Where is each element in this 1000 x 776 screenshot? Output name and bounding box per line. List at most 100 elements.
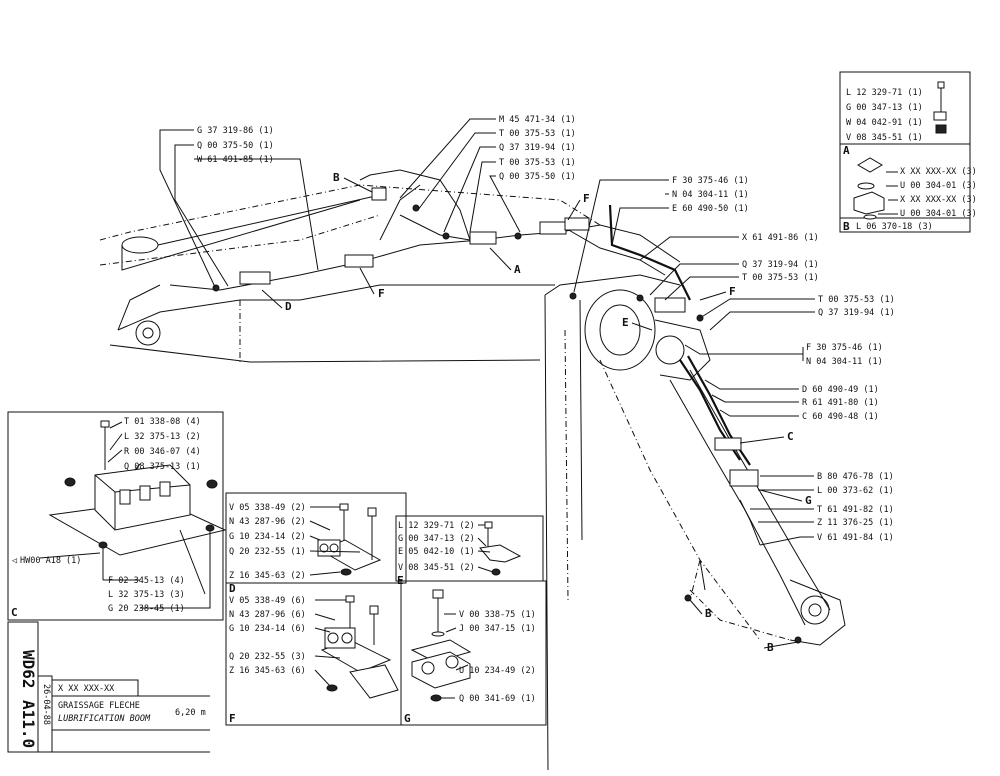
detail-f-part-label: G 10 234-14 (6) xyxy=(229,624,306,634)
sheet-number: A11.0 xyxy=(19,700,38,748)
detail-c-part-label: G 20 238-45 (1) xyxy=(108,604,185,614)
part-label: T 61 491-82 (1) xyxy=(817,505,894,515)
part-label: M 45 471-34 (1) xyxy=(499,115,576,125)
part-label: N 04 304-11 (1) xyxy=(806,357,883,367)
detail-a-labels: L 12 329-71 (1) G 00 347-13 (1) W 04 042-9… xyxy=(843,88,923,157)
detail-g-letter: G xyxy=(404,712,411,725)
part-label: C 60 490-48 (1) xyxy=(802,412,879,422)
leader-lines xyxy=(159,118,815,649)
detail-c-letter: C xyxy=(11,606,18,619)
detail-c-hw-ref: HW00 A18 (1) xyxy=(20,556,81,566)
detail-f-part-label: N 43 287-96 (6) xyxy=(229,610,306,620)
part-label: T 00 375-53 (1) xyxy=(499,129,576,139)
detail-d-part-label: Q 20 232-55 (1) xyxy=(229,547,306,557)
detail-d-letter: D xyxy=(229,582,236,595)
part-label: W 61 491-85 (1) xyxy=(197,155,274,165)
detail-c-part-label: L 32 375-13 (3) xyxy=(108,590,185,600)
detail-c-labels: T 01 338-08 (4) L 32 375-13 (2) R 00 346-0… xyxy=(11,417,201,619)
callout-letter: A xyxy=(514,263,521,276)
detail-c-part-label: R 00 346-07 (4) xyxy=(124,447,201,457)
part-label: G 37 319-86 (1) xyxy=(197,126,274,136)
part-label: D 60 490-49 (1) xyxy=(802,385,879,395)
detail-b-part-label: X XX XXX-XX (3) xyxy=(900,195,977,205)
detail-e-part-label: V 08 345-51 (2) xyxy=(398,563,475,573)
callout-letter: G xyxy=(805,494,812,507)
arrow-left-icon: ◁ xyxy=(11,556,17,566)
detail-e-labels: L 12 329-71 (2) G 00 347-13 (2) E 05 042-1… xyxy=(397,521,475,587)
part-label: N 04 304-11 (1) xyxy=(672,190,749,200)
detail-f-part-label: V 05 338-49 (6) xyxy=(229,596,306,606)
detail-a-letter: A xyxy=(843,144,850,157)
part-label: Q 37 319-94 (1) xyxy=(499,143,576,153)
detail-d-labels: V 05 338-49 (2) N 43 287-96 (2) G 10 234-1… xyxy=(229,503,306,595)
callout-letter: E xyxy=(622,316,629,329)
callout-letter: B xyxy=(333,171,340,184)
date: 26-04-88 xyxy=(41,684,51,725)
boom-length: 6,20 m xyxy=(175,708,206,718)
detail-b-letter: B xyxy=(843,220,850,233)
detail-f-labels: V 05 338-49 (6) N 43 287-96 (6) G 10 234-1… xyxy=(229,596,306,725)
part-label: X 61 491-86 (1) xyxy=(742,233,819,243)
detail-a-b-box xyxy=(839,71,971,233)
detail-f-part-label: Q 20 232-55 (3) xyxy=(229,652,306,662)
detail-f-letter: F xyxy=(229,712,236,725)
part-label: F 30 375-46 (1) xyxy=(806,343,883,353)
part-label: T 00 375-53 (1) xyxy=(499,158,576,168)
detail-d-part-label: Z 16 345-63 (2) xyxy=(229,571,306,581)
detail-c-box xyxy=(7,411,227,621)
detail-g-part-label: Q 00 341-69 (1) xyxy=(459,694,536,704)
detail-e-part-label: L 12 329-71 (2) xyxy=(398,521,475,531)
detail-g-labels: V 00 338-75 (1) J 00 347-15 (1) U 10 234-4… xyxy=(404,610,536,725)
part-label: F 30 375-46 (1) xyxy=(672,176,749,186)
detail-b-ref: L 06 370-18 (3) xyxy=(856,222,933,232)
model-number: WD62 xyxy=(19,650,38,689)
callout-letter: B xyxy=(767,641,774,654)
detail-b-part-label: U 00 304-01 (3) xyxy=(900,181,977,191)
title-block xyxy=(7,621,210,753)
title-en: LUBRIFICATION BOOM xyxy=(58,714,151,724)
part-label: Z 11 376-25 (1) xyxy=(817,518,894,528)
detail-d-box xyxy=(225,492,407,584)
part-label: Q 00 375-50 (1) xyxy=(197,141,274,151)
detail-d-part-label: G 10 234-14 (2) xyxy=(229,532,306,542)
main-part-labels: G 37 319-86 (1) Q 00 375-50 (1) W 61 491-8… xyxy=(197,115,895,543)
part-label: Q 00 375-50 (1) xyxy=(499,172,576,182)
detail-c-part-label: L 32 375-13 (2) xyxy=(124,432,201,442)
detail-a-part-label: W 04 042-91 (1) xyxy=(846,118,923,128)
part-label: T 00 375-53 (1) xyxy=(742,273,819,283)
detail-a-part-label: L 12 329-71 (1) xyxy=(846,88,923,98)
detail-g-part-label: V 00 338-75 (1) xyxy=(459,610,536,620)
detail-f-part-label: Z 16 345-63 (6) xyxy=(229,666,306,676)
callout-letter: B xyxy=(705,607,712,620)
ref-code: X XX XXX-XX xyxy=(58,684,115,694)
callout-letter: F xyxy=(378,287,385,300)
part-label: Q 37 319-94 (1) xyxy=(742,260,819,270)
detail-e-part-label: G 00 347-13 (2) xyxy=(398,534,475,544)
detail-g-part-label: U 10 234-49 (2) xyxy=(459,666,536,676)
detail-c-part-label: T 01 338-08 (4) xyxy=(124,417,201,427)
detail-e-letter: E xyxy=(397,574,404,587)
part-label: V 61 491-84 (1) xyxy=(817,533,894,543)
part-label: Q 37 319-94 (1) xyxy=(818,308,895,318)
detail-b-labels: X XX XXX-XX (3) U 00 304-01 (3) X XX XXX-X… xyxy=(843,167,977,233)
detail-c-part-label: F 02 345-13 (4) xyxy=(108,576,185,586)
detail-d-part-label: N 43 287-96 (2) xyxy=(229,517,306,527)
detail-callout-letters: B D F A F F E C G B B xyxy=(285,171,812,654)
part-label: T 00 375-53 (1) xyxy=(818,295,895,305)
detail-e-part-label: E 05 042-10 (1) xyxy=(398,547,475,557)
callout-letter: C xyxy=(787,430,794,443)
callout-letter: F xyxy=(583,192,590,205)
callout-letter: F xyxy=(729,285,736,298)
boom-drawing xyxy=(99,169,846,771)
detail-b-part-label: X XX XXX-XX (3) xyxy=(900,167,977,177)
detail-d-part-label: V 05 338-49 (2) xyxy=(229,503,306,513)
part-label: L 00 373-62 (1) xyxy=(817,486,894,496)
detail-g-part-label: J 00 347-15 (1) xyxy=(459,624,536,634)
part-label: B 80 476-78 (1) xyxy=(817,472,894,482)
detail-a-part-label: V 08 345-51 (1) xyxy=(846,133,923,143)
part-label: E 60 490-50 (1) xyxy=(672,204,749,214)
callout-letter: D xyxy=(285,300,292,313)
detail-c-part-label: Q 08 375-13 (1) xyxy=(124,462,201,472)
detail-a-part-label: G 00 347-13 (1) xyxy=(846,103,923,113)
